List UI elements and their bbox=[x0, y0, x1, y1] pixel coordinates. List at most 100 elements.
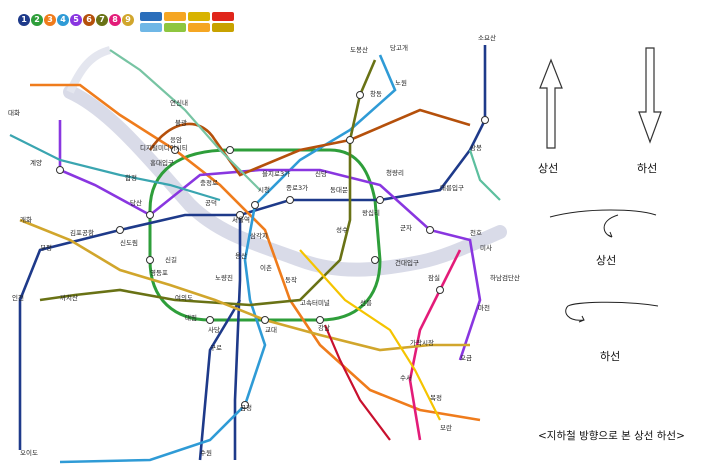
line-6 bbox=[148, 108, 471, 177]
line-4 bbox=[59, 54, 397, 464]
station-label: 디지털미디어시티 bbox=[140, 143, 188, 152]
station-label: 인천 bbox=[12, 293, 24, 302]
line-5-badge: 5 bbox=[70, 14, 82, 26]
station-label: 복정 bbox=[430, 393, 442, 402]
station-label: 청량리 bbox=[386, 168, 404, 177]
line-8 bbox=[408, 249, 462, 441]
legend-box bbox=[164, 23, 186, 32]
station-label: 합정 bbox=[125, 173, 137, 182]
station-label: 개화 bbox=[20, 215, 32, 224]
station-label: 노원 bbox=[395, 78, 407, 87]
station-label: 계양 bbox=[30, 158, 42, 167]
station-label: 김포공항 bbox=[70, 228, 94, 237]
station-label: 모란 bbox=[440, 424, 452, 432]
legend-box bbox=[140, 23, 162, 32]
line-7 bbox=[39, 59, 377, 307]
station-label: 동작 bbox=[285, 275, 297, 284]
station-label: 신당 bbox=[315, 169, 327, 178]
station-label: 성수 bbox=[336, 225, 348, 234]
station-label: 동대문 bbox=[330, 186, 348, 194]
clockwise-label: 상선 bbox=[596, 254, 617, 267]
station-label: 건대입구 bbox=[395, 258, 419, 267]
station-label: 왕십리 bbox=[362, 208, 380, 217]
station-label: 오금 bbox=[460, 354, 472, 362]
station-label: 연신내 bbox=[170, 98, 188, 107]
line-7-badge: 7 bbox=[96, 14, 108, 26]
station-label: 시청 bbox=[258, 186, 270, 194]
station-label: 충정로 bbox=[200, 178, 218, 187]
line-4-badge: 4 bbox=[57, 14, 69, 26]
station-label: 고속터미널 bbox=[300, 298, 330, 307]
line-bundang bbox=[299, 249, 441, 421]
legend-box bbox=[188, 23, 210, 32]
station-label: 공덕 bbox=[205, 198, 217, 207]
line-6-badge: 6 bbox=[83, 14, 95, 26]
station-label: 창동 bbox=[370, 90, 382, 98]
line-8-badge: 8 bbox=[109, 14, 121, 26]
line-gyeongui bbox=[109, 49, 261, 191]
station-label: 강남 bbox=[318, 323, 330, 332]
station-label: 하남검단산 bbox=[490, 273, 520, 282]
line-gyeongchun bbox=[468, 149, 501, 201]
up-direction-label: 상선 bbox=[538, 162, 559, 175]
line-2-loop bbox=[148, 148, 382, 322]
station-label: 구로 bbox=[210, 344, 222, 352]
line-2-badge: 2 bbox=[31, 14, 43, 26]
station-label: 천호 bbox=[470, 228, 482, 237]
station-label: 까치산 bbox=[60, 293, 78, 302]
station-label: 응암 bbox=[170, 136, 182, 144]
down-direction-label: 하선 bbox=[637, 162, 658, 175]
station-label: 교대 bbox=[265, 326, 277, 334]
station-label: 대림 bbox=[185, 314, 197, 322]
station-label: 잠실 bbox=[428, 273, 440, 282]
station-label: 서울역 bbox=[232, 215, 250, 224]
line-sinbundang bbox=[323, 324, 391, 441]
station-label: 이촌 bbox=[260, 263, 272, 272]
station-label: 불광 bbox=[175, 118, 187, 127]
station-label: 대화 bbox=[8, 109, 20, 117]
han-river bbox=[63, 85, 507, 277]
station-label: 소요산 bbox=[478, 33, 496, 42]
station-label: 미사 bbox=[480, 243, 492, 252]
station-label: 영등포 bbox=[150, 268, 168, 277]
line-5 bbox=[58, 120, 482, 361]
line-9-badge: 9 bbox=[122, 14, 134, 26]
transfer-stations bbox=[56, 91, 489, 409]
station-label: 금정 bbox=[240, 403, 252, 412]
counterclockwise-arrow-icon bbox=[565, 301, 659, 323]
legend-box bbox=[188, 12, 210, 21]
line-legend-boxes bbox=[140, 12, 240, 32]
station-label: 군자 bbox=[400, 223, 412, 232]
station-label: 마천 bbox=[478, 303, 490, 312]
station-label: 을지로3가 bbox=[262, 169, 290, 178]
clockwise-arrow-icon bbox=[549, 209, 657, 238]
station-label: 종로3가 bbox=[286, 183, 308, 192]
station-label: 여의도 bbox=[175, 293, 193, 302]
station-label: 가락시장 bbox=[410, 338, 434, 347]
line-3-badge: 3 bbox=[44, 14, 56, 26]
down-arrow-icon bbox=[638, 47, 662, 144]
station-label: 당고개 bbox=[390, 43, 408, 52]
line-arex bbox=[9, 134, 221, 202]
station-label: 부평 bbox=[40, 243, 52, 252]
line-9 bbox=[19, 218, 470, 352]
station-label: 오이도 bbox=[20, 448, 38, 457]
station-label: 수서 bbox=[400, 373, 412, 382]
legend-box bbox=[212, 23, 234, 32]
station-label: 태릉입구 bbox=[440, 184, 464, 192]
han-river-upper bbox=[66, 46, 112, 94]
station-label: 용산 bbox=[235, 251, 247, 260]
up-arrow-icon bbox=[539, 58, 563, 149]
station-label: 신도림 bbox=[120, 238, 138, 247]
station-label: 신길 bbox=[165, 255, 177, 264]
legend-box bbox=[212, 12, 234, 21]
station-label: 사당 bbox=[208, 325, 220, 334]
station-label: 홍대입구 bbox=[150, 158, 174, 167]
station-label: 상봉 bbox=[470, 143, 482, 152]
legend-box bbox=[164, 12, 186, 21]
station-label: 삼각지 bbox=[250, 231, 268, 240]
